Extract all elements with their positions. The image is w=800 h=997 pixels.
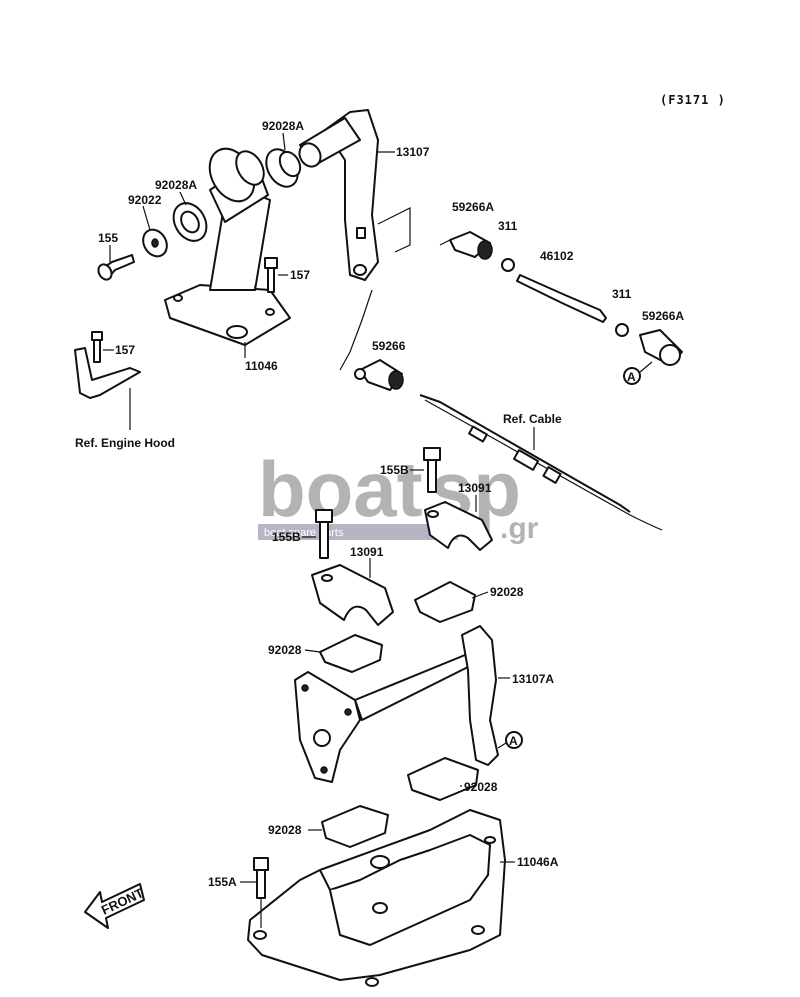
washer-92022: [142, 228, 168, 258]
bracket-11046: [164, 147, 291, 346]
label-ref-engine-hood: Ref. Engine Hood: [75, 436, 175, 450]
label-11046A: 11046A: [517, 855, 559, 869]
rod-46102: [516, 274, 607, 323]
front-label: FRONT: [99, 885, 146, 918]
label-59266: 59266: [372, 339, 406, 353]
label-155B-right: 155B: [380, 463, 409, 477]
cable-end-59266A-top: [439, 231, 493, 260]
link-line: [339, 289, 373, 371]
bolt-155: [97, 254, 135, 281]
nut-311-top: [501, 258, 515, 272]
label-46102: 46102: [540, 249, 574, 263]
half-bushing-92028-lower-right: [407, 757, 479, 801]
diagram-code: (F3171 ): [660, 93, 726, 107]
callout-a-bottom: A: [497, 731, 523, 749]
cable-end-59266: [354, 359, 404, 391]
label-13107A: 13107A: [512, 672, 554, 686]
bolt-155A: [240, 857, 269, 928]
half-bushing-92028-lower-left: [308, 805, 389, 848]
cap-13091-left: [311, 558, 394, 626]
nut-311-right: [615, 323, 629, 337]
label-92028-lower-left: 92028: [268, 823, 302, 837]
label-92028-lower-right: 92028: [464, 780, 498, 794]
label-92028-left: 92028: [268, 643, 302, 657]
watermark-tagline-bar: [258, 524, 458, 540]
half-bushing-92028-right: [414, 581, 489, 623]
label-155: 155: [98, 231, 118, 245]
svg-text:A: A: [627, 370, 636, 384]
watermark: boat sp .gr boat spare parts: [258, 445, 539, 545]
callout-a-top: A: [623, 361, 653, 385]
leader-lines-top: [109, 132, 411, 358]
label-59266A-right: 59266A: [642, 309, 684, 323]
engine-hood-bracket: [74, 331, 141, 430]
label-13091-left: 13091: [350, 545, 384, 559]
label-13107: 13107: [396, 145, 430, 159]
cap-13091-right: [424, 495, 493, 551]
ref-cable: [419, 394, 663, 531]
label-11046: 11046: [245, 359, 278, 373]
bolt-157-top: [264, 257, 278, 293]
bushing-92028A-top: [265, 148, 302, 188]
base-11046A: [247, 809, 515, 987]
label-157-top: 157: [290, 268, 310, 282]
label-92028A-mid: 92028A: [155, 178, 197, 192]
label-157-left: 157: [115, 343, 135, 357]
bolt-155B-right: [410, 447, 441, 493]
cable-end-59266A-right: [639, 329, 683, 366]
label-13091-right: 13091: [458, 481, 492, 495]
watermark-brand-left: boat: [258, 445, 423, 533]
bolt-155B-left: [302, 509, 333, 559]
label-155B-left: 155B: [272, 530, 301, 544]
lever-arm-13107: [298, 109, 379, 281]
svg-text:A: A: [509, 734, 518, 748]
lever-13107A: [294, 625, 510, 783]
front-arrow-icon: FRONT: [84, 883, 146, 929]
watermark-suffix: .gr: [500, 512, 539, 545]
label-155A: 155A: [208, 875, 237, 889]
label-92028-right: 92028: [490, 585, 524, 599]
label-92022: 92022: [128, 193, 162, 207]
bushing-92028A-mid: [172, 202, 208, 242]
label-ref-cable: Ref. Cable: [503, 412, 562, 426]
half-bushing-92028-left: [304, 634, 383, 673]
label-311-top: 311: [498, 219, 518, 233]
label-59266A-top: 59266A: [452, 200, 494, 214]
label-92028A-top: 92028A: [262, 119, 304, 133]
label-311-right: 311: [612, 287, 632, 301]
